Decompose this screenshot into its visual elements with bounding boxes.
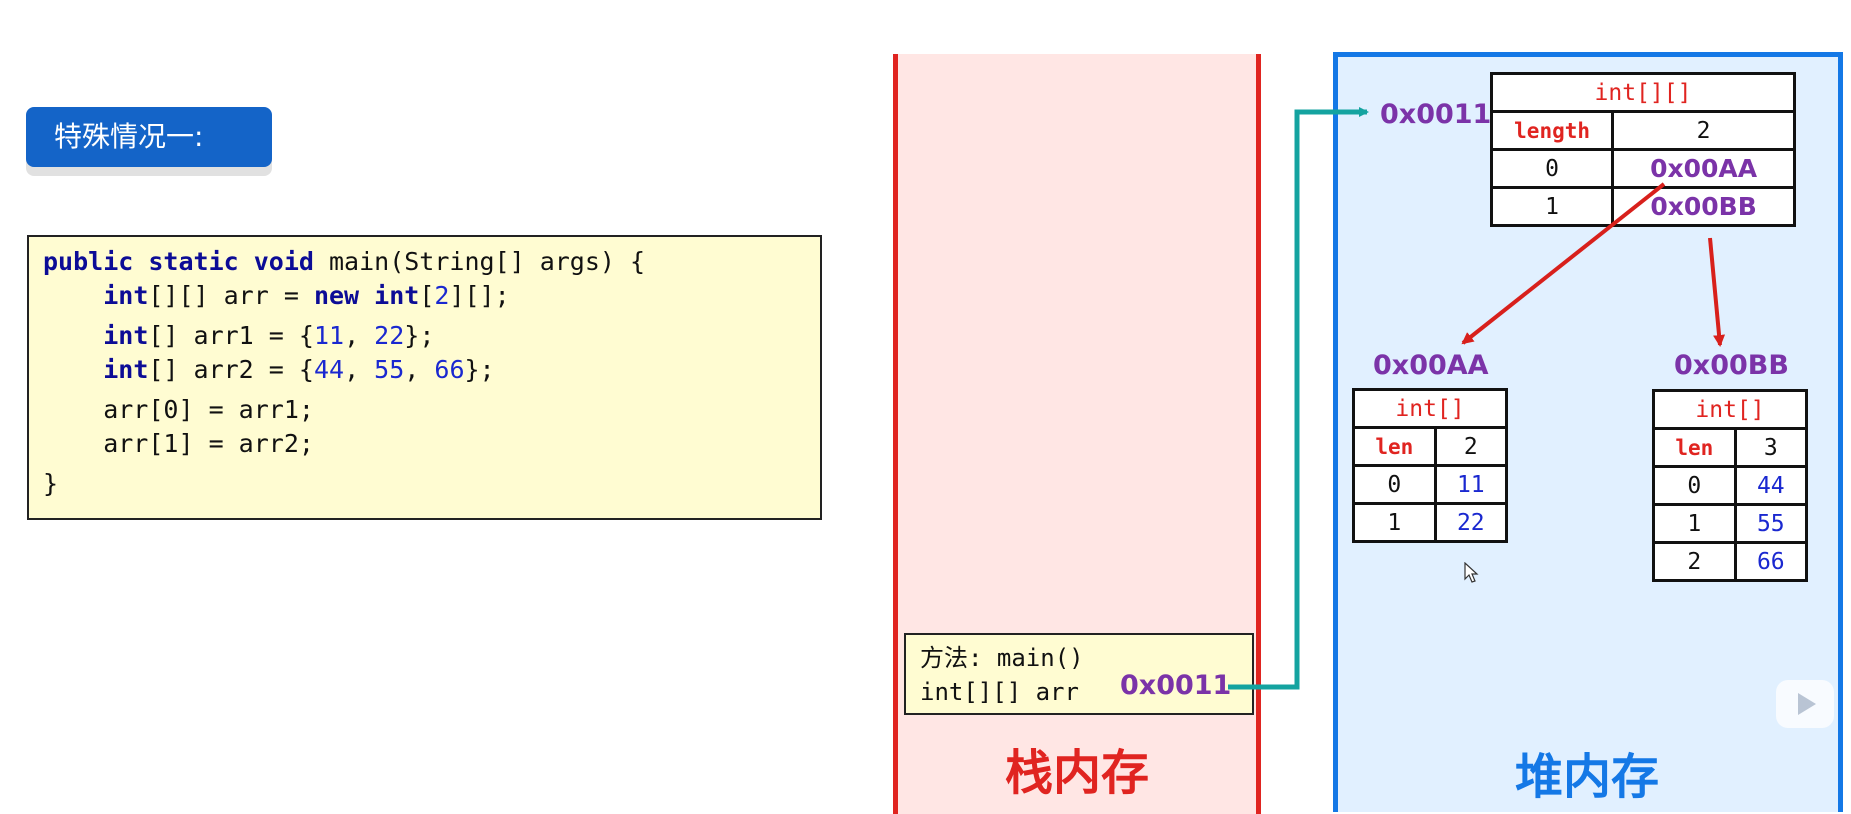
arr1-len-label: len	[1352, 426, 1437, 467]
mouse-cursor-icon	[1464, 562, 1479, 583]
arr2-type: int[]	[1652, 389, 1808, 430]
outer-array-table: int[][] length 2 0 0x00AA 1 0x00BB	[1489, 72, 1796, 227]
arr1-address: 0x00AA	[1373, 350, 1489, 381]
frame-variable: int[][] arr	[920, 678, 1079, 706]
arr2-len-value: 3	[1733, 427, 1809, 468]
stack-to-heap-pointer	[1228, 107, 1369, 690]
arr2-address: 0x00BB	[1674, 350, 1789, 381]
slide-title: 特殊情况一:	[54, 120, 204, 153]
pointer-to-arr2	[1708, 237, 1726, 347]
outer-index-0: 0	[1489, 148, 1615, 189]
arr2-table: int[] len 3 0 44 1 55 2 66	[1652, 389, 1809, 582]
outer-array-type: int[][]	[1490, 72, 1796, 113]
pointer-to-arr1	[1461, 182, 1666, 345]
code-line-2: int[][] arr = new int[2][];	[103, 281, 510, 310]
arr1-index-0: 0	[1352, 464, 1437, 505]
arr2-len-label: len	[1652, 427, 1737, 468]
outer-index-1: 1	[1489, 186, 1615, 227]
arr1-table: int[] len 2 0 11 1 22	[1352, 388, 1509, 543]
outer-array-address: 0x0011	[1380, 99, 1492, 130]
play-icon[interactable]	[1776, 680, 1834, 728]
arr2-value-2: 66	[1733, 541, 1809, 582]
code-line-5: arr[0] = arr1;	[43, 395, 314, 424]
outer-length-label: length	[1489, 110, 1615, 151]
stack-memory-label: 栈内存	[1005, 745, 1150, 801]
code-line-3: int[] arr1 = {11, 22};	[103, 321, 435, 350]
arr1-value-1: 22	[1433, 502, 1509, 543]
arr2-index-1: 1	[1652, 503, 1737, 544]
frame-method: 方法: main()	[920, 644, 1084, 672]
slide-title-badge: 特殊情况一:	[26, 107, 272, 167]
code-line-7: }	[43, 469, 59, 498]
arr1-type: int[]	[1352, 388, 1508, 429]
outer-length-value: 2	[1611, 110, 1796, 151]
arr2-index-2: 2	[1652, 541, 1737, 582]
heap-memory-label: 堆内存	[1515, 749, 1660, 805]
arr2-value-1: 55	[1733, 503, 1809, 544]
arr1-len-value: 2	[1433, 426, 1509, 467]
arr1-value-0: 11	[1433, 464, 1509, 505]
code-line-4: int[] arr2 = {44, 55, 66};	[103, 355, 495, 384]
code-block: public static void main(String[] args) {…	[27, 235, 822, 520]
code-line-6: arr[1] = arr2;	[43, 429, 314, 458]
arr1-index-1: 1	[1352, 502, 1437, 543]
arr2-index-0: 0	[1652, 465, 1737, 506]
outer-value-0: 0x00AA	[1611, 148, 1796, 189]
code-line-1: public static void main(String[] args) {	[43, 247, 646, 276]
arr2-value-0: 44	[1733, 465, 1809, 506]
frame-variable-address: 0x0011	[1120, 670, 1232, 701]
outer-value-1: 0x00BB	[1611, 186, 1796, 227]
stack-frame-main: 方法: main() int[][] arr	[904, 633, 1254, 715]
